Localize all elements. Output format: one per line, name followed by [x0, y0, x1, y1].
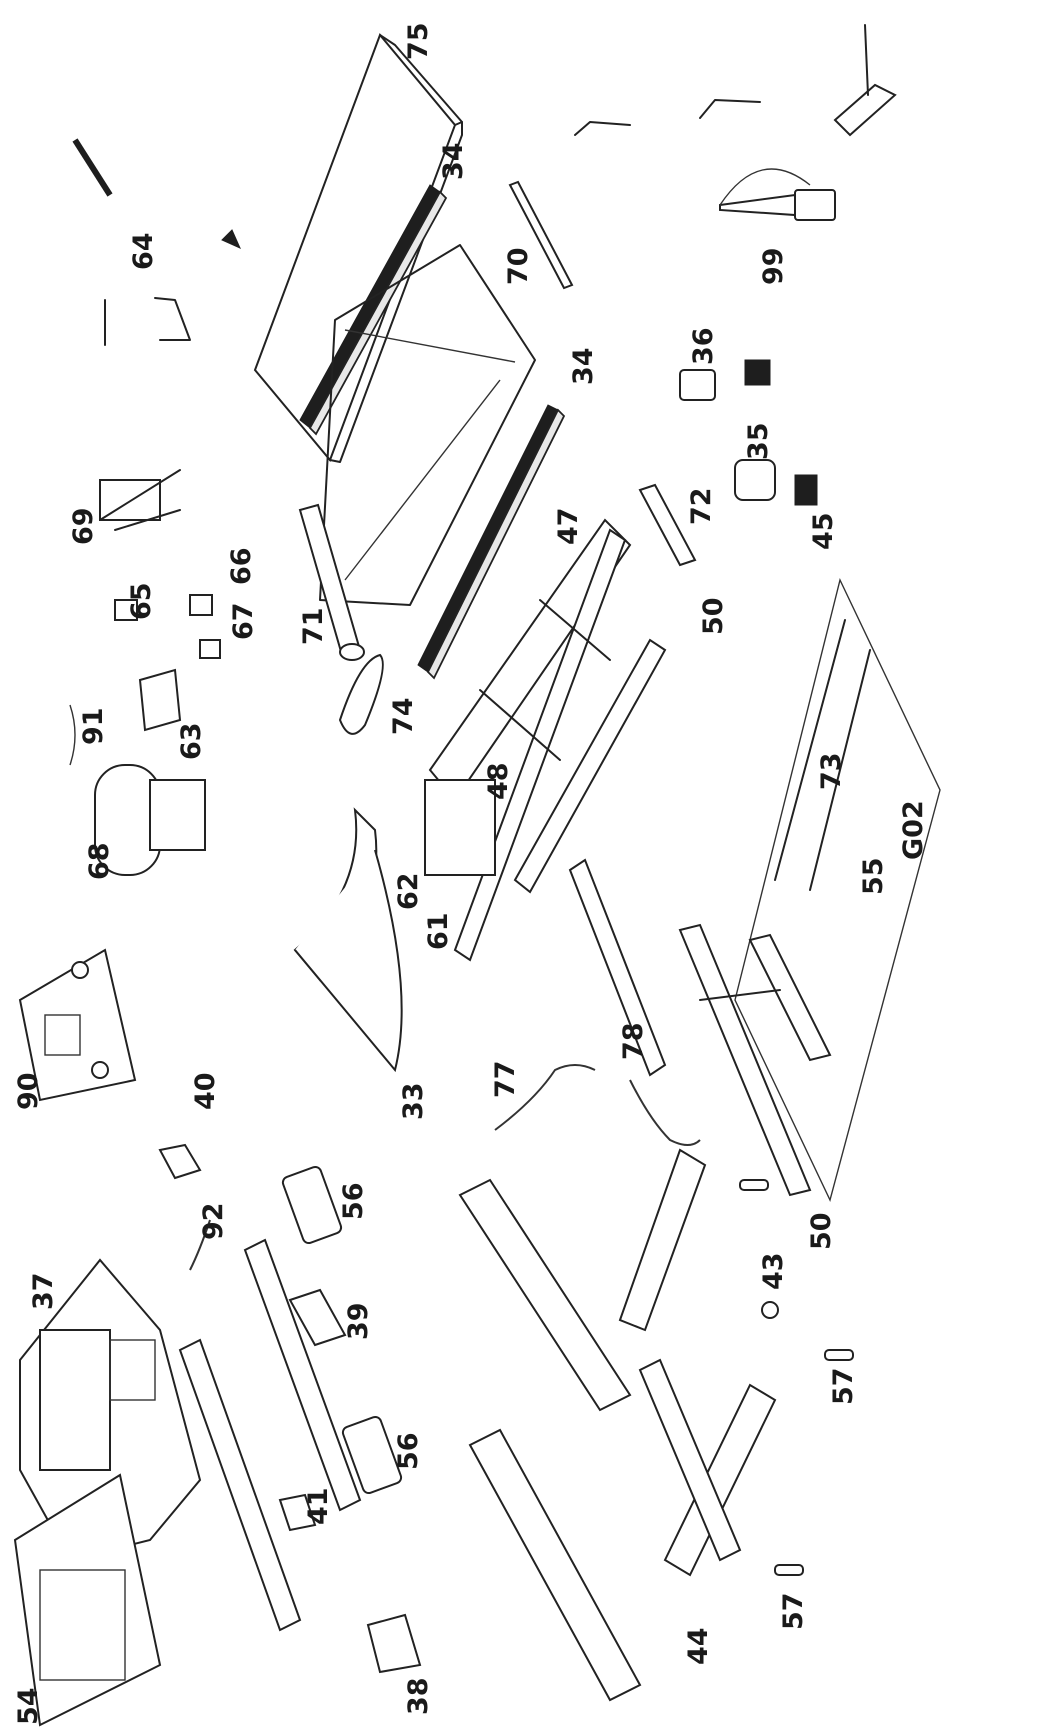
rear-stand	[678, 923, 832, 1197]
label-41: 41	[303, 1487, 334, 1525]
tool-keys	[574, 24, 897, 137]
label-57-lower: 57	[778, 1592, 809, 1630]
uprights	[458, 1148, 854, 1702]
lubricant-bottle	[719, 168, 836, 221]
handlebar	[178, 1165, 422, 1674]
label-43: 43	[758, 1252, 789, 1290]
cable-78	[629, 1079, 701, 1146]
label-72: 72	[686, 487, 717, 525]
label-71: 71	[298, 607, 329, 645]
label-48: 48	[483, 762, 514, 800]
cable-77	[494, 1064, 596, 1131]
label-35: 35	[743, 422, 774, 460]
part-66	[189, 594, 213, 616]
motor-mount	[99, 469, 181, 531]
label-45: 45	[808, 512, 839, 550]
label-33: 33	[398, 1082, 429, 1120]
label-75: 75	[403, 22, 434, 60]
label-40: 40	[190, 1072, 221, 1110]
label-50-lower: 50	[806, 1212, 837, 1250]
side-rail-upper	[299, 184, 448, 436]
main-frame	[424, 518, 667, 962]
part-63	[138, 668, 182, 732]
console-frame	[13, 1473, 162, 1727]
label-36: 36	[688, 327, 719, 365]
label-38: 38	[403, 1677, 434, 1715]
label-39: 39	[343, 1302, 374, 1340]
label-99: 99	[758, 247, 789, 285]
drive-belt	[338, 653, 384, 735]
label-37: 37	[28, 1272, 59, 1310]
label-78: 78	[618, 1022, 649, 1060]
label-54: 54	[13, 1687, 44, 1725]
parts-40-92	[158, 1143, 211, 1271]
end-caps	[679, 359, 818, 506]
cross-member	[568, 858, 667, 1077]
label-77: 77	[490, 1060, 521, 1098]
g02-group	[734, 577, 941, 1203]
motor-hood	[293, 807, 403, 1073]
label-50-upper: 50	[698, 597, 729, 635]
label-67: 67	[228, 602, 259, 640]
label-91: 91	[78, 707, 109, 745]
label-57-upper: 57	[828, 1367, 859, 1405]
label-g02: G02	[898, 800, 929, 860]
side-rail-lower	[417, 404, 566, 680]
label-66: 66	[226, 547, 257, 585]
label-56-upper: 56	[338, 1182, 369, 1220]
label-34-upper: 34	[438, 142, 469, 180]
console-board	[18, 948, 137, 1102]
label-63: 63	[176, 722, 207, 760]
part-67	[199, 639, 221, 659]
label-47: 47	[553, 507, 584, 545]
label-73: 73	[816, 752, 847, 790]
label-62: 62	[393, 872, 424, 910]
motor	[69, 704, 206, 876]
deck-strip	[508, 180, 574, 290]
label-69: 69	[68, 507, 99, 545]
label-92: 92	[198, 1202, 229, 1240]
label-34-lower: 34	[568, 347, 599, 385]
front-roller	[298, 503, 365, 661]
label-56-lower: 56	[393, 1432, 424, 1470]
bracket-64	[72, 138, 191, 346]
label-61: 61	[423, 912, 454, 950]
running-board	[221, 33, 463, 463]
label-65: 65	[126, 582, 157, 620]
label-70: 70	[503, 247, 534, 285]
label-68: 68	[84, 842, 115, 880]
label-74: 74	[388, 697, 419, 735]
label-90: 90	[13, 1072, 44, 1110]
label-44: 44	[683, 1627, 714, 1665]
console-housing	[19, 1258, 202, 1562]
label-64: 64	[128, 232, 159, 270]
rear-roller	[638, 483, 697, 567]
part-65	[114, 599, 138, 621]
label-55: 55	[858, 857, 889, 895]
